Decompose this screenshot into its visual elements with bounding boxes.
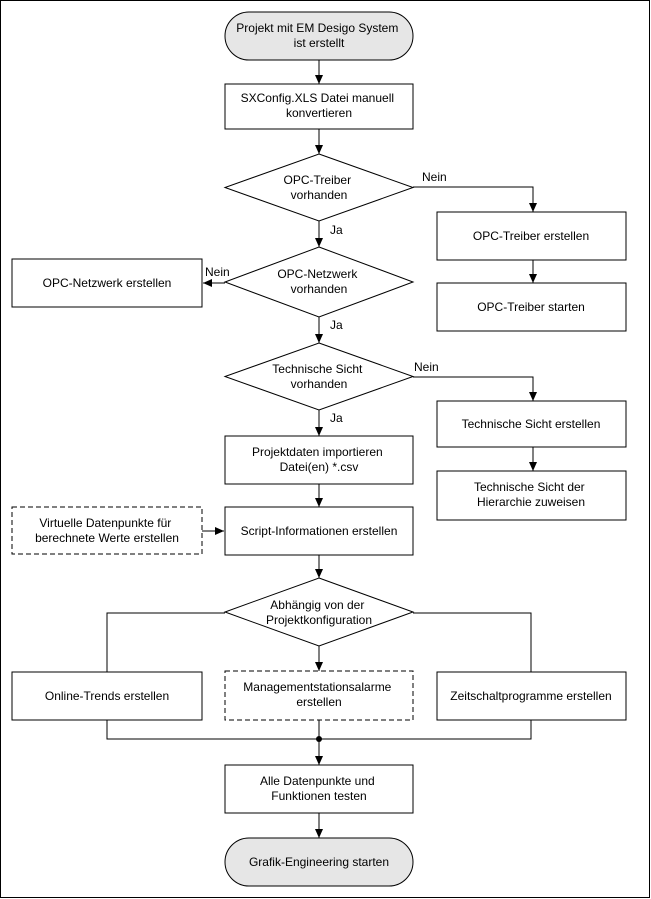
convert-label: SXConfig.XLS Datei manuell konvertieren <box>241 91 398 120</box>
opc-network-decision <box>223 246 415 318</box>
opc-network-decision-label: OPC-Netzwerk vorhanden <box>277 267 360 296</box>
opc-driver-decision <box>223 153 415 222</box>
edge-merge-right <box>319 720 532 740</box>
online-trends-label: Online-Trends erstellen <box>45 689 169 703</box>
opc-driver-decision-label: OPC-Treiber vorhanden <box>284 173 355 202</box>
schedules-label: Zeitschaltprogramme erstellen <box>450 689 611 703</box>
start-label-line-1: Projekt mit EM Desigo System <box>236 21 398 35</box>
edge-labels: Nein Ja Nein Ja Nein Ja <box>205 170 447 425</box>
opc-network-create-box <box>11 258 203 308</box>
online-trends-line-1: Online-Trends erstellen <box>45 689 169 703</box>
convert-label-line-1: SXConfig.XLS Datei manuell <box>241 91 394 105</box>
start-label: Projekt mit EM Desigo System ist erstell… <box>236 21 401 50</box>
edge-merge-left <box>106 720 319 740</box>
opc-driver-decision-line-1: OPC-Treiber <box>284 173 352 187</box>
convert-box <box>224 83 414 130</box>
virtual-points-box <box>11 506 203 555</box>
opc-driver-create-line-1: OPC-Treiber erstellen <box>473 229 589 243</box>
opc-driver-start-line-1: OPC-Treiber starten <box>477 300 585 314</box>
import-line-2: Datei(en) *.csv <box>280 460 359 474</box>
script-info-line-1: Script-Informationen erstellen <box>241 524 398 538</box>
opc-driver-no-label: Nein <box>422 170 447 184</box>
convert-label-line-2: konvertieren <box>286 106 352 120</box>
opc-network-yes-label: Ja <box>330 318 343 332</box>
opc-driver-yes-label: Ja <box>330 223 343 237</box>
script-info-label: Script-Informationen erstellen <box>241 524 398 538</box>
opc-driver-create-label: OPC-Treiber erstellen <box>473 229 589 243</box>
import-box <box>224 435 414 485</box>
test-all-label: Alle Datenpunkte und Funktionen testen <box>260 774 378 803</box>
virtual-points-line-2: berechnete Werte erstellen <box>35 531 179 545</box>
mgmt-alarms-box <box>224 670 414 721</box>
tech-view-create-line-1: Technische Sicht erstellen <box>462 417 601 431</box>
opc-network-decision-line-2: vorhanden <box>291 282 348 296</box>
tech-view-create-box <box>436 400 627 448</box>
opc-network-no-label: Nein <box>205 265 230 279</box>
tech-view-assign-label: Technische Sicht der Hierarchie zuweisen <box>474 480 588 509</box>
end-terminal <box>224 837 414 887</box>
schedules-line-1: Zeitschaltprogramme erstellen <box>450 689 611 703</box>
mgmt-alarms-label: Managementstationsalarme erstellen <box>243 680 394 709</box>
test-all-line-1: Alle Datenpunkte und <box>260 774 375 788</box>
opc-driver-create-box <box>436 211 627 261</box>
shapes <box>11 11 627 887</box>
tech-view-assign-line-2: Hierarchie zuweisen <box>477 495 585 509</box>
opc-driver-start-label: OPC-Treiber starten <box>477 300 585 314</box>
config-decision-line-1: Abhängig von der <box>270 598 364 612</box>
tech-view-no-label: Nein <box>414 360 439 374</box>
import-line-1: Projektdaten importieren <box>252 445 383 459</box>
connectors <box>106 60 537 838</box>
edge-config-left-branch <box>106 612 225 672</box>
opc-network-create-label: OPC-Netzwerk erstellen <box>43 276 172 290</box>
test-all-line-2: Funktionen testen <box>271 789 366 803</box>
start-terminal <box>224 11 414 61</box>
tech-view-create-label: Technische Sicht erstellen <box>462 417 601 431</box>
edge-config-right-branch <box>413 612 532 672</box>
node-labels: Projekt mit EM Desigo System ist erstell… <box>35 21 612 869</box>
tech-view-decision-label: Technische Sicht vorhanden <box>272 362 365 391</box>
opc-network-create-line-1: OPC-Netzwerk erstellen <box>43 276 172 290</box>
edge-opc-driver-no <box>413 186 537 212</box>
virtual-points-label: Virtuelle Datenpunkte für berechnete Wer… <box>35 516 179 545</box>
tech-view-assign-box <box>436 470 627 521</box>
schedules-box <box>436 671 627 721</box>
import-label: Projektdaten importieren Datei(en) *.csv <box>252 445 386 474</box>
tech-view-decision <box>223 342 415 411</box>
online-trends-box <box>11 671 203 721</box>
opc-network-decision-line-1: OPC-Netzwerk <box>277 267 358 281</box>
tech-view-decision-line-1: Technische Sicht <box>272 362 363 376</box>
script-info-box <box>224 506 414 556</box>
start-label-line-2: ist erstellt <box>294 36 345 50</box>
tech-view-decision-line-2: vorhanden <box>291 377 348 391</box>
config-decision <box>223 577 415 647</box>
tech-view-assign-line-1: Technische Sicht der <box>474 480 585 494</box>
opc-driver-decision-line-2: vorhanden <box>291 188 348 202</box>
virtual-points-line-1: Virtuelle Datenpunkte für <box>39 516 171 530</box>
end-label: Grafik-Engineering starten <box>249 855 389 869</box>
test-all-box <box>224 764 414 814</box>
config-decision-label: Abhängig von der Projektkonfiguration <box>266 598 372 627</box>
tech-view-yes-label: Ja <box>330 411 343 425</box>
edge-tech-view-no <box>413 376 537 401</box>
config-decision-line-2: Projektkonfiguration <box>266 613 372 627</box>
end-line-1: Grafik-Engineering starten <box>249 855 389 869</box>
mgmt-alarms-line-1: Managementstationsalarme <box>243 680 391 694</box>
mgmt-alarms-line-2: erstellen <box>296 695 341 709</box>
opc-driver-start-box <box>436 282 627 332</box>
